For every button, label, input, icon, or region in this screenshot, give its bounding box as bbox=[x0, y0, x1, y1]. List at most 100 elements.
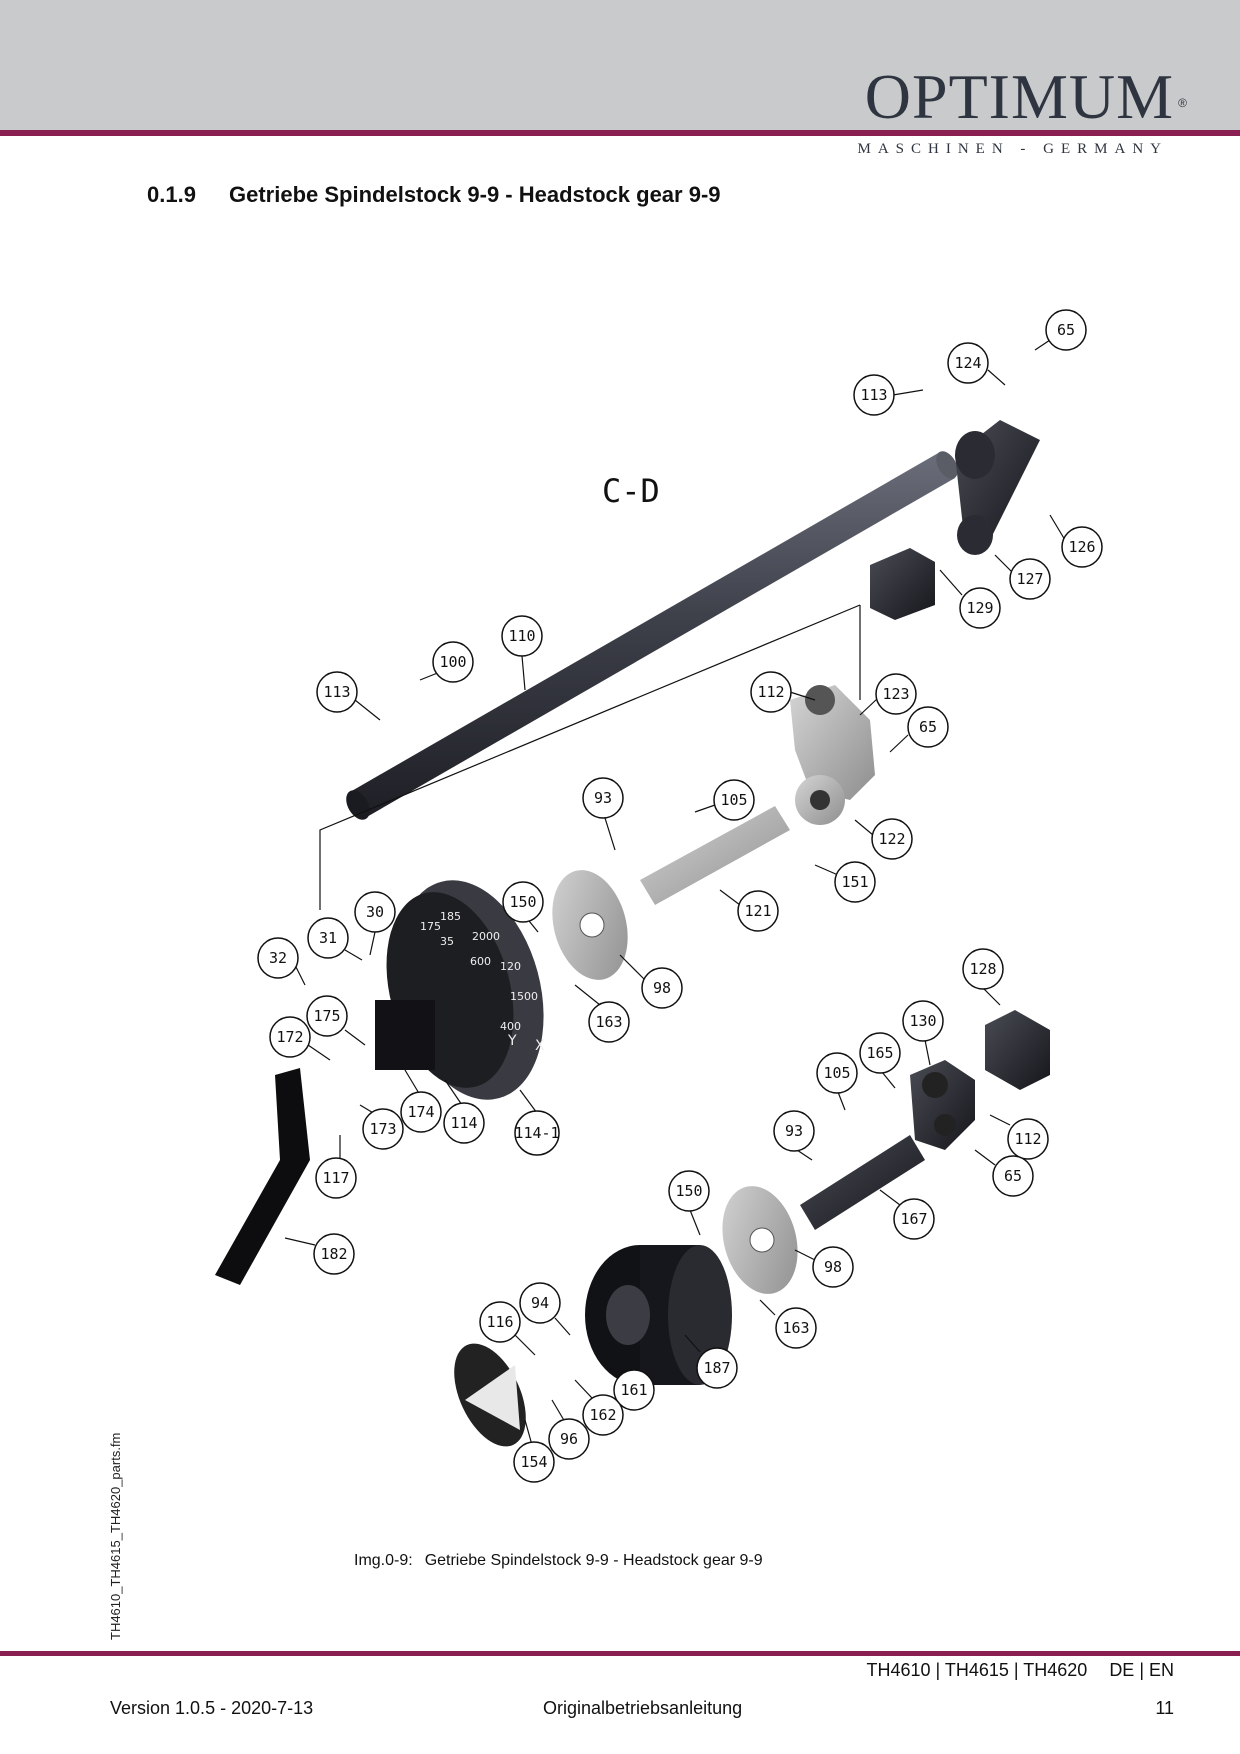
logo-text: OPTIMUM bbox=[864, 61, 1174, 132]
dial-number: 175 bbox=[420, 920, 441, 933]
callout: 162 bbox=[574, 1379, 624, 1436]
shaft-167 bbox=[800, 1135, 925, 1230]
assembly-line bbox=[319, 604, 861, 910]
callout: 129 bbox=[939, 569, 1001, 629]
caption-label: Img.0-9: bbox=[354, 1552, 413, 1569]
callout: 30 bbox=[354, 891, 396, 956]
clamp-block-128 bbox=[985, 1010, 1050, 1090]
footer-version: Version 1.0.5 - 2020-7-13 bbox=[110, 1698, 314, 1718]
callout: 126 bbox=[1049, 514, 1103, 568]
flange-98-lower bbox=[722, 1186, 798, 1294]
svg-text:94: 94 bbox=[531, 1294, 549, 1312]
callout: 112 bbox=[750, 671, 816, 713]
logo-subtitle: MASCHINEN - GERMANY bbox=[857, 141, 1168, 157]
callout: 121 bbox=[719, 889, 779, 932]
callout: 31 bbox=[307, 917, 363, 961]
svg-text:98: 98 bbox=[824, 1258, 842, 1276]
callout: 112 bbox=[989, 1114, 1049, 1160]
dial-number: 35 bbox=[440, 935, 454, 948]
footer-document: Originalbetriebsanleitung bbox=[543, 1698, 743, 1718]
callout: 187 bbox=[684, 1334, 738, 1389]
section-number: 0.1.9 bbox=[147, 182, 196, 207]
callout: 98 bbox=[619, 954, 683, 1009]
page-number: 11 bbox=[1155, 1698, 1174, 1718]
svg-text:128: 128 bbox=[969, 960, 996, 978]
svg-text:175: 175 bbox=[313, 1007, 340, 1025]
callout: 175 bbox=[306, 995, 366, 1046]
callout: 65 bbox=[1034, 309, 1087, 351]
svg-text:112: 112 bbox=[1014, 1130, 1041, 1148]
svg-text:122: 122 bbox=[878, 830, 905, 848]
svg-text:167: 167 bbox=[900, 1210, 927, 1228]
callout: 114 bbox=[443, 1079, 485, 1144]
callout: 182 bbox=[284, 1233, 355, 1275]
svg-text:163: 163 bbox=[595, 1013, 622, 1031]
callout: 150 bbox=[502, 881, 544, 933]
svg-text:65: 65 bbox=[1004, 1167, 1022, 1185]
svg-text:65: 65 bbox=[1057, 321, 1075, 339]
svg-text:114: 114 bbox=[450, 1114, 477, 1132]
callout: 94 bbox=[519, 1282, 571, 1336]
svg-text:113: 113 bbox=[860, 386, 887, 404]
header-band bbox=[0, 0, 1240, 130]
svg-text:126: 126 bbox=[1068, 538, 1095, 556]
callout: 100 bbox=[419, 641, 474, 683]
caption-text: Getriebe Spindelstock 9-9 - Headstock ge… bbox=[424, 1552, 763, 1569]
svg-text:130: 130 bbox=[909, 1012, 936, 1030]
callout: 65 bbox=[889, 706, 949, 753]
callout: 163 bbox=[759, 1299, 817, 1349]
callout: 114-1 bbox=[514, 1089, 560, 1156]
svg-text:123: 123 bbox=[882, 685, 909, 703]
svg-text:93: 93 bbox=[594, 789, 612, 807]
svg-text:187: 187 bbox=[703, 1359, 730, 1377]
flange-98-upper bbox=[552, 870, 628, 980]
registered-mark: ® bbox=[1178, 96, 1188, 110]
svg-text:150: 150 bbox=[675, 1182, 702, 1200]
dial-letter: X bbox=[535, 1038, 545, 1054]
footer-rule bbox=[0, 1651, 1240, 1656]
callout: 161 bbox=[604, 1361, 655, 1411]
callout: 167 bbox=[879, 1189, 935, 1240]
figure-caption: Img.0-9: Getriebe Spindelstock 9-9 - Head… bbox=[354, 1552, 763, 1570]
svg-text:113: 113 bbox=[323, 683, 350, 701]
callout: 163 bbox=[574, 984, 630, 1043]
svg-text:32: 32 bbox=[269, 949, 287, 967]
header-rule bbox=[0, 130, 1240, 136]
svg-text:162: 162 bbox=[589, 1406, 616, 1424]
callout: 32 bbox=[257, 937, 306, 986]
callout: 117 bbox=[315, 1135, 357, 1199]
svg-text:172: 172 bbox=[276, 1028, 303, 1046]
callout: 124 bbox=[947, 342, 1006, 386]
svg-text:96: 96 bbox=[560, 1430, 578, 1448]
callout: 172 bbox=[269, 1016, 331, 1061]
svg-text:30: 30 bbox=[366, 903, 384, 921]
svg-text:161: 161 bbox=[620, 1381, 647, 1399]
svg-text:105: 105 bbox=[720, 791, 747, 809]
svg-text:174: 174 bbox=[407, 1103, 434, 1121]
svg-text:154: 154 bbox=[520, 1453, 547, 1471]
svg-text:121: 121 bbox=[744, 902, 771, 920]
view-label: C-D bbox=[602, 472, 660, 510]
svg-text:150: 150 bbox=[509, 893, 536, 911]
dial-number: 2000 bbox=[472, 930, 500, 943]
callout: 93 bbox=[582, 777, 624, 851]
callout: 105 bbox=[816, 1052, 858, 1111]
lever-130 bbox=[910, 1060, 975, 1150]
handle-182 bbox=[215, 1068, 310, 1285]
svg-text:110: 110 bbox=[508, 627, 535, 645]
callout: 93 bbox=[773, 1110, 815, 1161]
shaft-121 bbox=[640, 806, 790, 905]
cap-154 bbox=[454, 1343, 526, 1447]
callout: 105 bbox=[694, 779, 755, 821]
callout: 151 bbox=[814, 861, 876, 903]
svg-text:182: 182 bbox=[320, 1245, 347, 1263]
svg-text:173: 173 bbox=[369, 1120, 396, 1138]
callout: 130 bbox=[902, 1000, 944, 1066]
clamp-block-129 bbox=[870, 548, 935, 620]
callout: 154 bbox=[513, 1419, 555, 1483]
callout: 98 bbox=[794, 1246, 854, 1288]
callout: 174 bbox=[400, 1069, 442, 1133]
